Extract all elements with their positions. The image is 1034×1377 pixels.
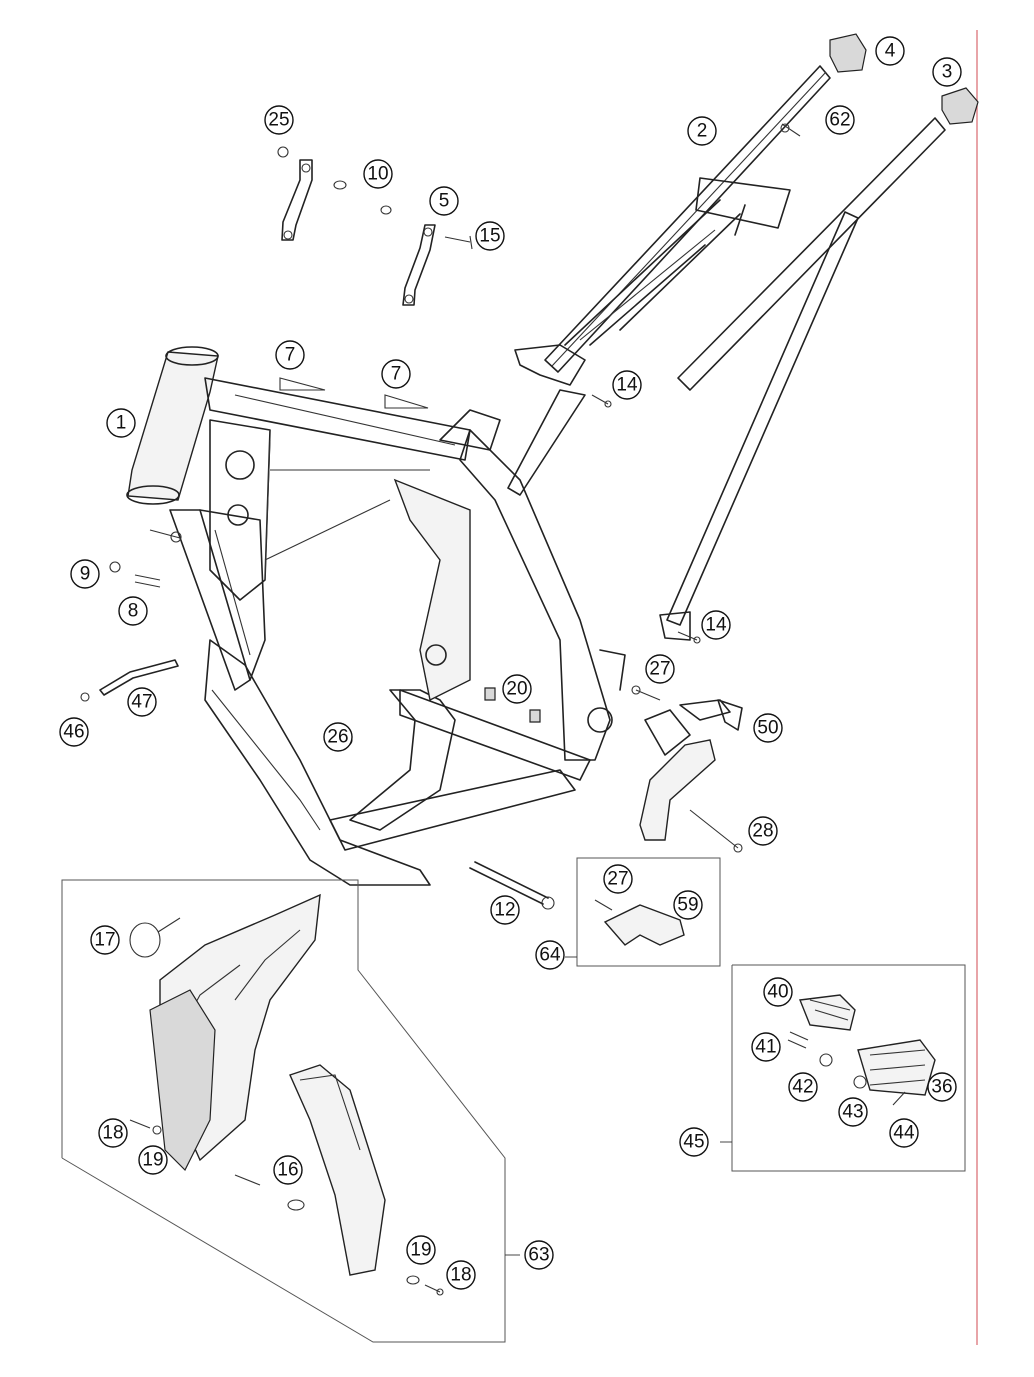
callout-12: 12 bbox=[490, 895, 520, 925]
callout-9: 9 bbox=[70, 559, 100, 589]
svg-text:47: 47 bbox=[131, 692, 152, 713]
svg-text:10: 10 bbox=[367, 164, 388, 185]
chain-guard-group-drawing bbox=[565, 857, 721, 967]
callout-14a: 14 bbox=[612, 370, 642, 400]
svg-text:17: 17 bbox=[94, 930, 115, 951]
svg-text:62: 62 bbox=[829, 110, 850, 131]
left-hardware-drawing bbox=[80, 529, 182, 702]
svg-text:3: 3 bbox=[942, 62, 953, 83]
svg-text:1: 1 bbox=[116, 413, 127, 434]
callout-62: 62 bbox=[825, 105, 855, 135]
svg-text:14: 14 bbox=[705, 615, 727, 636]
callout-19a: 19 bbox=[138, 1145, 168, 1175]
svg-text:19: 19 bbox=[142, 1150, 163, 1171]
svg-text:5: 5 bbox=[439, 191, 450, 212]
svg-text:8: 8 bbox=[128, 601, 139, 622]
svg-text:40: 40 bbox=[767, 982, 788, 1003]
main-frame-drawing bbox=[126, 346, 626, 886]
callout-36: 36 bbox=[927, 1072, 957, 1102]
callout-3: 3 bbox=[932, 57, 962, 87]
callout-10: 10 bbox=[363, 159, 393, 189]
frame-protector-group-drawing bbox=[61, 879, 520, 1343]
callout-18a: 18 bbox=[98, 1118, 128, 1148]
callout-15: 15 bbox=[475, 221, 505, 251]
callout-63: 63 bbox=[524, 1240, 554, 1270]
svg-text:7: 7 bbox=[285, 345, 296, 366]
callout-25: 25 bbox=[264, 105, 294, 135]
svg-text:20: 20 bbox=[506, 679, 527, 700]
callout-17: 17 bbox=[90, 925, 120, 955]
callout-50: 50 bbox=[753, 713, 783, 743]
callout-8: 8 bbox=[118, 596, 148, 626]
callout-47: 47 bbox=[127, 687, 157, 717]
svg-text:46: 46 bbox=[63, 722, 84, 743]
rear-brake-pedal-drawing bbox=[639, 699, 743, 853]
callout-19b: 19 bbox=[406, 1235, 436, 1265]
svg-text:16: 16 bbox=[277, 1160, 298, 1181]
callout-64: 64 bbox=[535, 940, 565, 970]
small-bolts-drawing bbox=[339, 394, 701, 910]
svg-text:14: 14 bbox=[616, 375, 638, 396]
callout-41: 41 bbox=[751, 1032, 781, 1062]
callout-26: 26 bbox=[323, 722, 353, 752]
svg-text:64: 64 bbox=[539, 945, 561, 966]
svg-text:27: 27 bbox=[649, 659, 670, 680]
callout-40: 40 bbox=[763, 977, 793, 1007]
callout-4: 4 bbox=[875, 36, 905, 66]
callout-18b: 18 bbox=[446, 1260, 476, 1290]
callout-20: 20 bbox=[502, 674, 532, 704]
svg-text:27: 27 bbox=[607, 869, 628, 890]
svg-text:9: 9 bbox=[80, 564, 91, 585]
svg-text:50: 50 bbox=[757, 718, 778, 739]
callout-7a: 7 bbox=[275, 340, 305, 370]
svg-text:7: 7 bbox=[391, 364, 402, 385]
svg-text:19: 19 bbox=[410, 1240, 431, 1261]
callout-1: 1 bbox=[106, 408, 136, 438]
callout-5: 5 bbox=[429, 186, 459, 216]
callout-28: 28 bbox=[748, 816, 778, 846]
svg-text:26: 26 bbox=[327, 727, 348, 748]
callout-45: 45 bbox=[679, 1127, 709, 1157]
svg-text:45: 45 bbox=[683, 1132, 704, 1153]
svg-text:2: 2 bbox=[697, 121, 708, 142]
svg-text:25: 25 bbox=[268, 110, 289, 131]
svg-text:36: 36 bbox=[931, 1077, 952, 1098]
svg-text:44: 44 bbox=[893, 1123, 915, 1144]
callout-44: 44 bbox=[889, 1118, 919, 1148]
callout-27a: 27 bbox=[645, 654, 675, 684]
svg-text:28: 28 bbox=[752, 821, 773, 842]
footrest-group-drawing bbox=[720, 964, 966, 1172]
svg-text:4: 4 bbox=[885, 41, 896, 62]
svg-text:63: 63 bbox=[528, 1245, 549, 1266]
callout-42: 42 bbox=[788, 1072, 818, 1102]
callout-43: 43 bbox=[838, 1097, 868, 1127]
svg-text:43: 43 bbox=[842, 1102, 863, 1123]
svg-text:42: 42 bbox=[792, 1077, 813, 1098]
callout-7b: 7 bbox=[381, 359, 411, 389]
top-mount-brackets-drawing bbox=[277, 146, 473, 409]
svg-text:18: 18 bbox=[102, 1123, 123, 1144]
svg-text:18: 18 bbox=[450, 1265, 471, 1286]
svg-text:15: 15 bbox=[479, 226, 500, 247]
subframe-drawing bbox=[507, 33, 979, 641]
svg-text:59: 59 bbox=[677, 895, 698, 916]
callout-2: 2 bbox=[687, 116, 717, 146]
svg-text:12: 12 bbox=[494, 900, 515, 921]
callout-27b: 27 bbox=[603, 864, 633, 894]
callout-16: 16 bbox=[273, 1155, 303, 1185]
svg-text:41: 41 bbox=[755, 1037, 776, 1058]
callout-14b: 14 bbox=[701, 610, 731, 640]
callout-46: 46 bbox=[59, 717, 89, 747]
callout-59: 59 bbox=[673, 890, 703, 920]
